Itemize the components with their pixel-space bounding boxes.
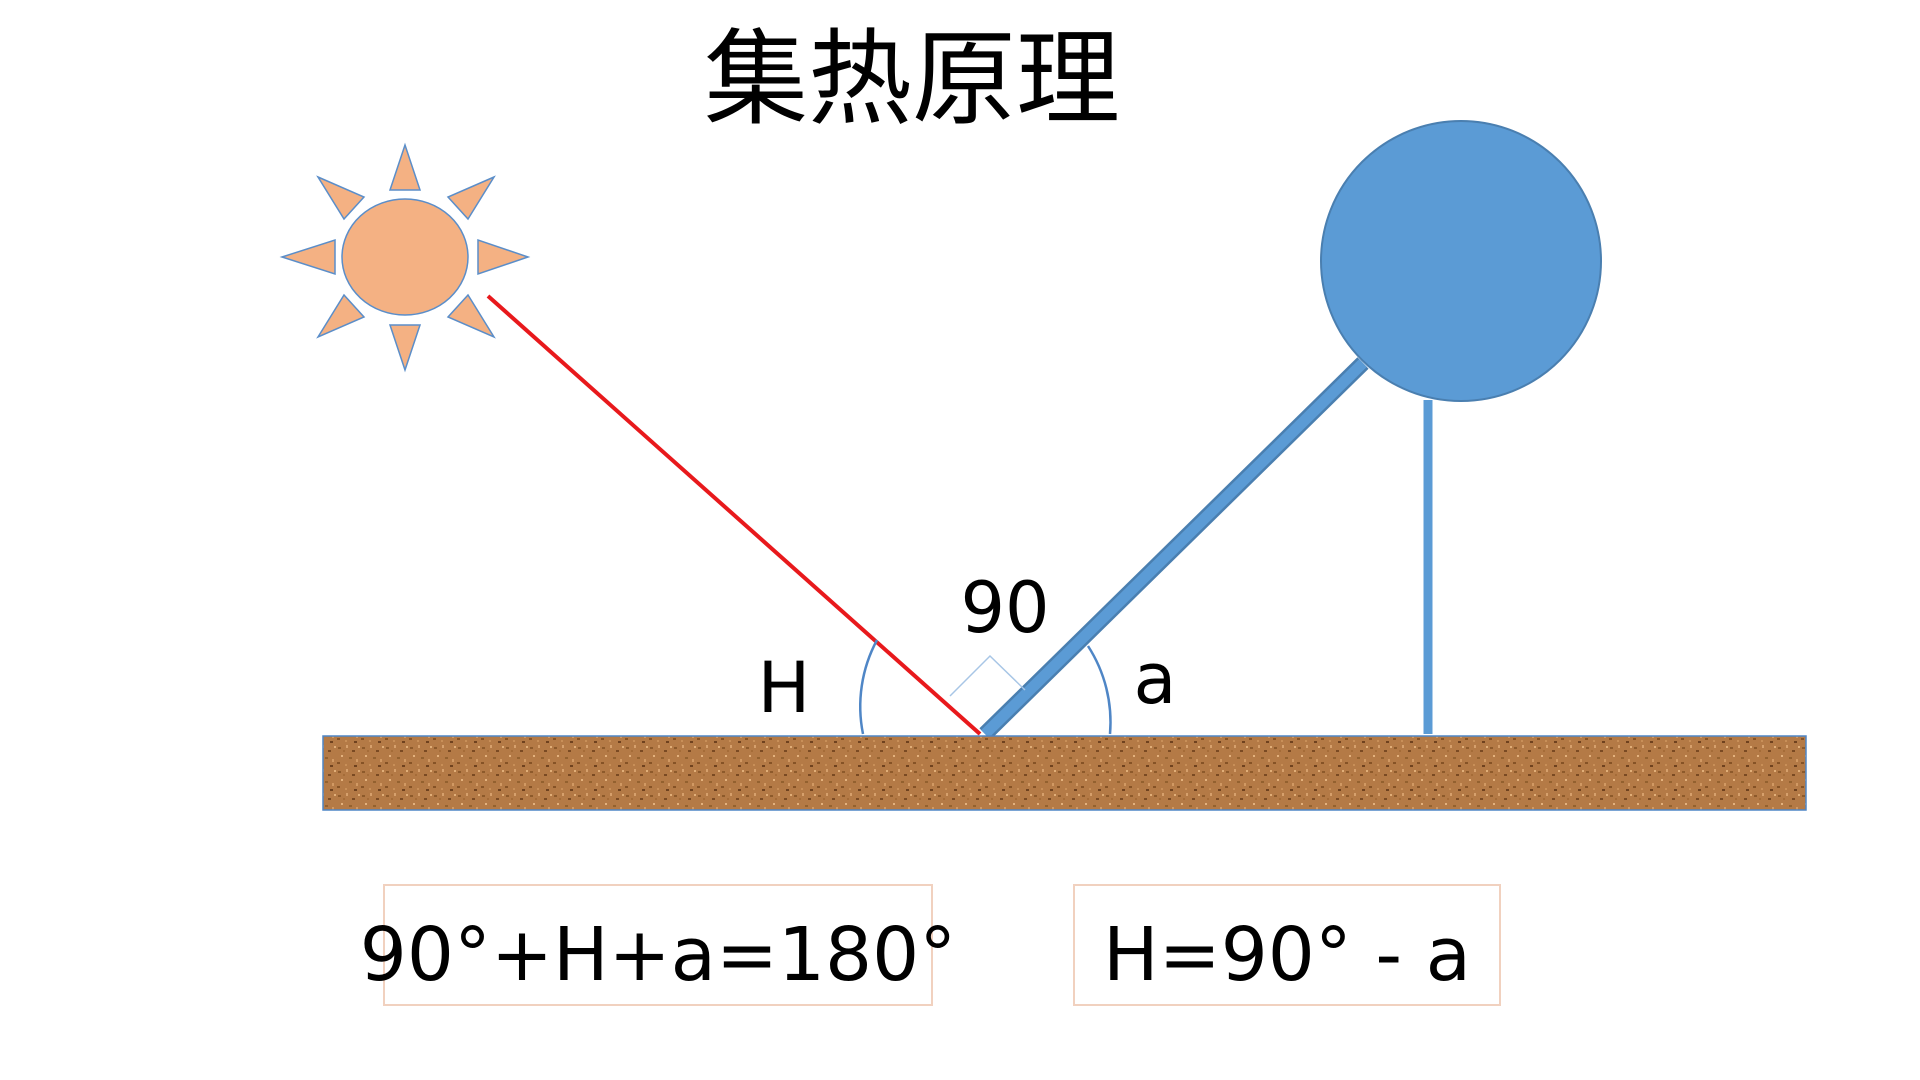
formula-sum-text: 90°+H+a=180° bbox=[360, 912, 956, 998]
sun-icon bbox=[279, 142, 531, 373]
sun-ray-line bbox=[486, 294, 982, 736]
page-title: 集热原理 bbox=[704, 18, 1120, 140]
formula-sum-box bbox=[383, 884, 933, 1006]
formula-relation-text: H=90° - a bbox=[1103, 912, 1471, 998]
formula-relation-box bbox=[1073, 884, 1501, 1006]
angle-h-label: H bbox=[758, 647, 811, 729]
angle-a-arc bbox=[1086, 645, 1112, 735]
angle-a-label: a bbox=[1134, 638, 1177, 720]
angle-right-label: 90 bbox=[960, 567, 1049, 649]
right-angle-marker bbox=[949, 654, 1026, 697]
water-tank-icon bbox=[1320, 120, 1602, 402]
collector-tube-inner bbox=[981, 359, 1367, 738]
ground-bar bbox=[322, 735, 1807, 811]
angle-h-arc bbox=[859, 639, 879, 735]
